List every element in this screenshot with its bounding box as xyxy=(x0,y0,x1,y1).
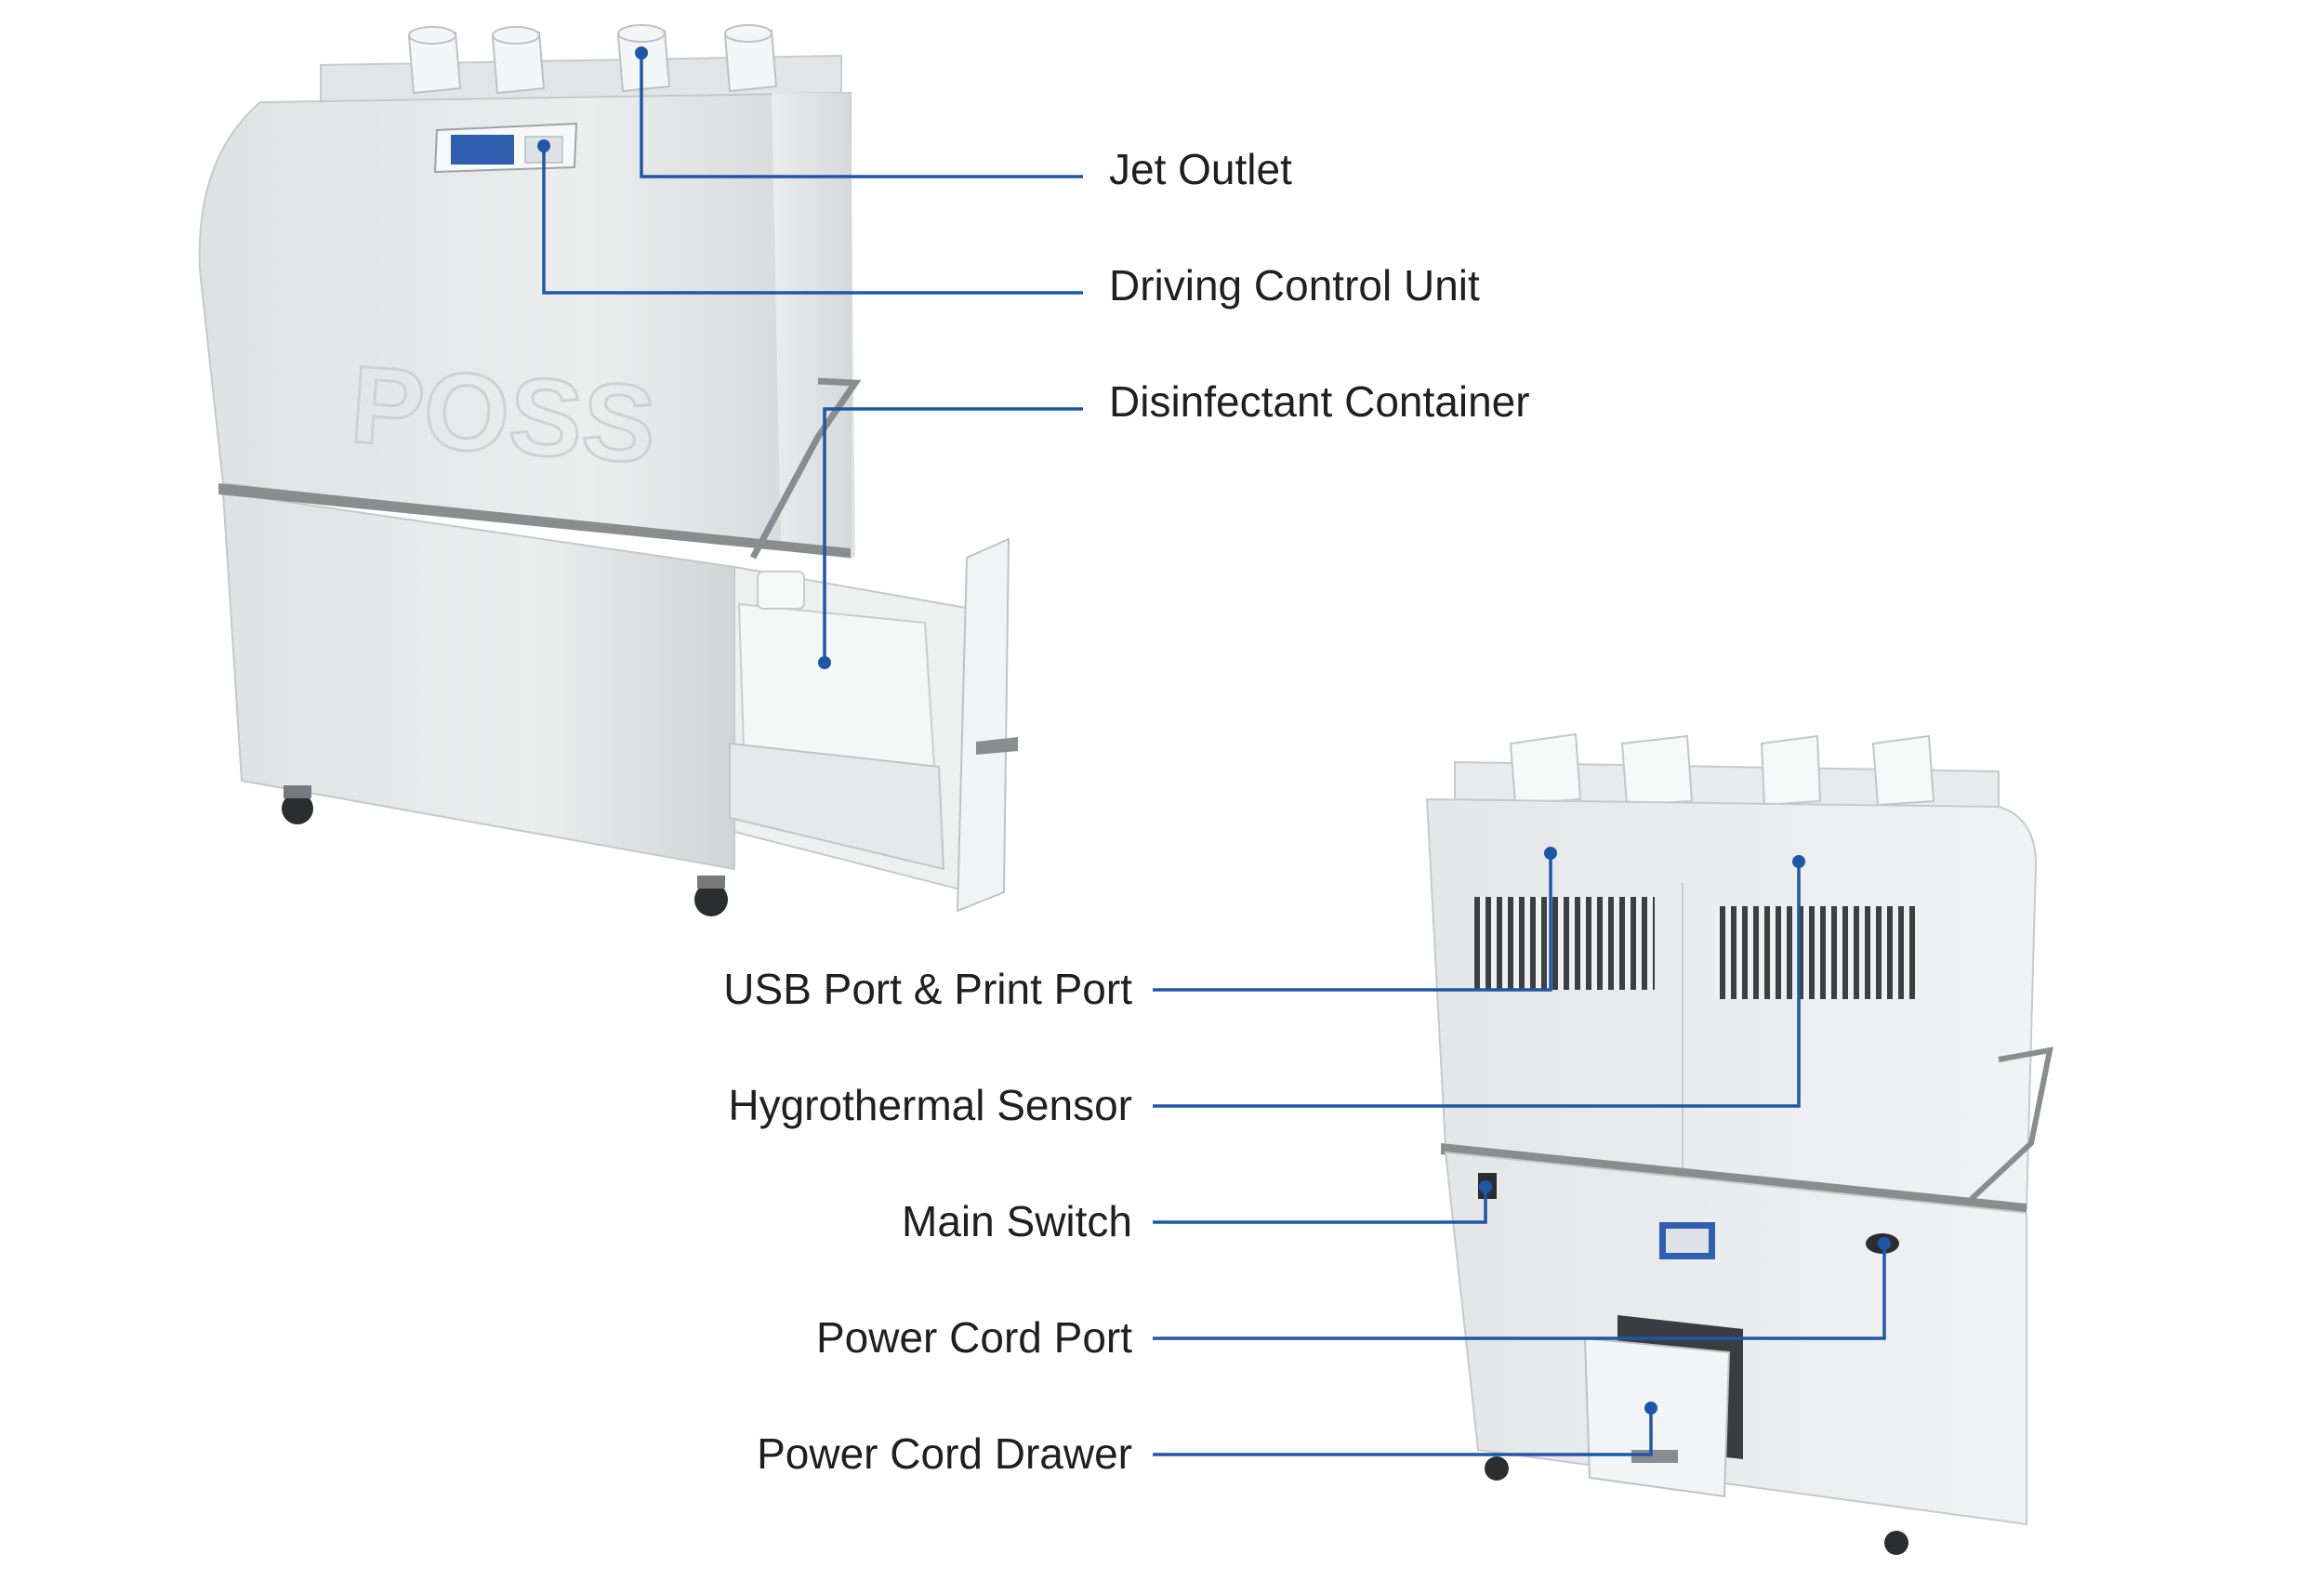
callout-power-cord-drawer: Power Cord Drawer xyxy=(757,1402,1657,1478)
drawer-door xyxy=(956,537,1010,913)
disinfectant-container-jug xyxy=(737,602,936,769)
brand-mark: POSS xyxy=(347,343,659,487)
callout-driving-control-unit: Driving Control Unit xyxy=(537,139,1480,309)
front-unit-lower-body xyxy=(221,491,735,871)
disinfectant-drawer xyxy=(729,537,1018,913)
callout-jet-outlet: Jet Outlet xyxy=(635,46,1292,193)
control-panel xyxy=(433,122,578,174)
callout-label: Jet Outlet xyxy=(1109,145,1292,193)
callout-label: Power Cord Drawer xyxy=(757,1429,1132,1478)
callout-hygrothermal-sensor: Hygrothermal Sensor xyxy=(728,855,1805,1129)
callout-label: USB Port & Print Port xyxy=(723,965,1132,1013)
rear-unit xyxy=(1425,732,2053,1555)
jet-outlet-pipes xyxy=(407,24,778,95)
front-unit: POSS xyxy=(198,24,1018,916)
callout-label: Power Cord Port xyxy=(816,1313,1132,1362)
front-unit-upper-body xyxy=(198,91,852,560)
callout-label: Driving Control Unit xyxy=(1109,261,1480,309)
callout-usb-print-port: USB Port & Print Port xyxy=(723,847,1557,1013)
callout-label: Hygrothermal Sensor xyxy=(728,1081,1132,1129)
rear-jet-pipes xyxy=(1509,732,1935,807)
callout-main-switch: Main Switch xyxy=(902,1180,1492,1245)
vent-grille-left xyxy=(1473,897,1655,990)
vent-grille-right xyxy=(1715,906,1920,999)
power-cord-drawer-body xyxy=(1583,1315,1743,1498)
callout-power-cord-port: Power Cord Port xyxy=(816,1237,1891,1362)
callout-disinfectant-container: Disinfectant Container xyxy=(818,377,1530,669)
front-unit-side-panel xyxy=(772,93,855,558)
rear-unit-wheels xyxy=(1485,1456,1908,1555)
rear-unit-handle xyxy=(1959,1047,2053,1211)
callout-label: Main Switch xyxy=(902,1197,1132,1245)
front-unit-wheels xyxy=(282,785,728,916)
callout-label: Disinfectant Container xyxy=(1109,377,1530,426)
front-unit-trim-rail xyxy=(218,483,851,558)
rear-unit-upper-panel xyxy=(1425,797,2038,1210)
